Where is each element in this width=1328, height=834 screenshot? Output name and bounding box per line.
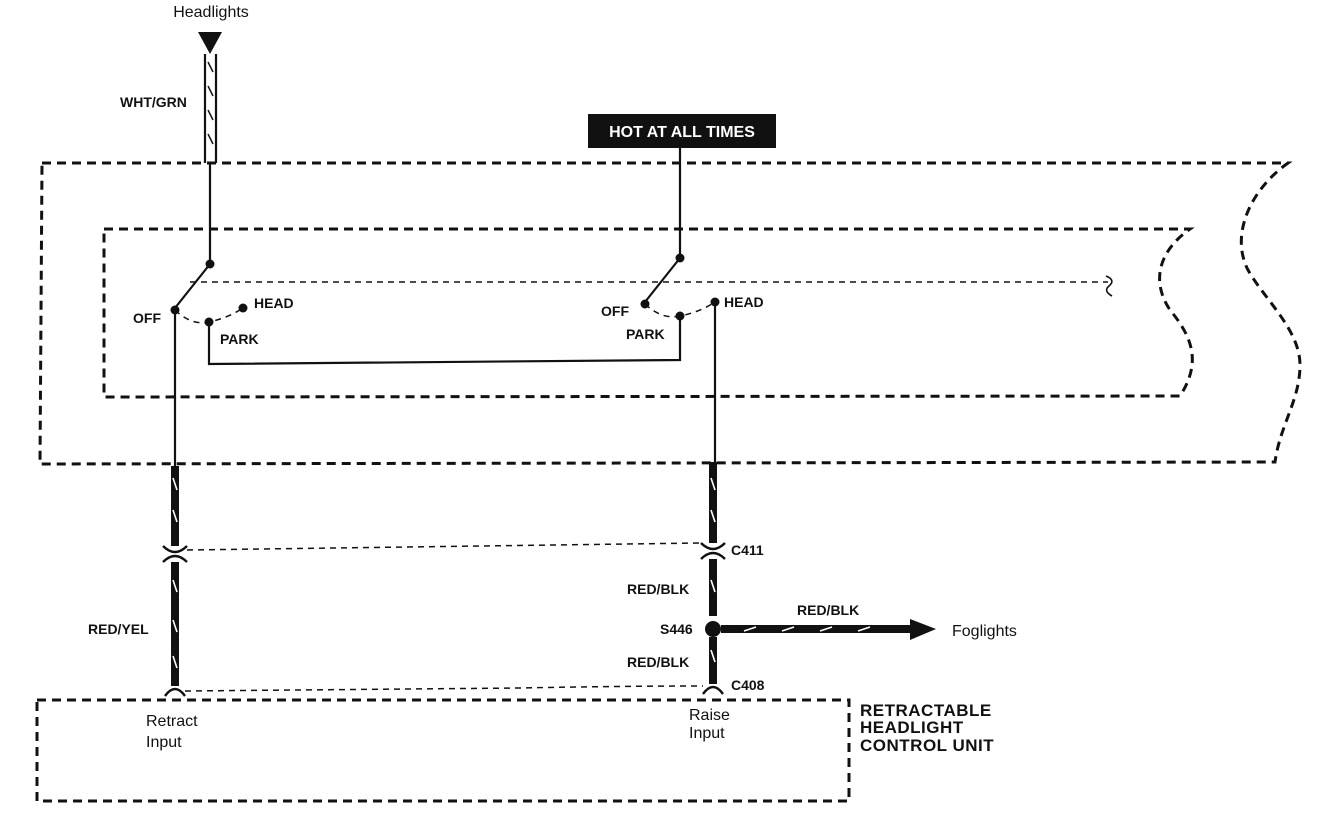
left-unit-terminal <box>164 687 186 697</box>
wht-grn-stripes <box>207 61 214 145</box>
outer-switch-housing <box>38 161 1302 466</box>
s446-label: S446 <box>660 621 693 637</box>
left-connector <box>162 545 188 563</box>
control-unit-name-2: HEADLIGHT <box>860 718 964 737</box>
park-interconnect-wire <box>207 316 682 366</box>
hot-at-all-times-label: HOT AT ALL TIMES <box>609 124 755 141</box>
inner-switch-housing <box>102 227 1195 399</box>
c411-label: C411 <box>731 542 764 558</box>
switch1-blade <box>174 263 211 309</box>
foglights-arrow <box>910 619 936 640</box>
retract-input-label-1: Retract <box>146 713 198 730</box>
red-blk-fog-label: RED/BLK <box>797 602 859 618</box>
headlights-connector-arrow <box>198 32 222 54</box>
left-harness-upper-stripes <box>172 477 178 523</box>
hot-at-all-times-badge <box>588 114 776 148</box>
s446-splice <box>705 621 721 637</box>
control-unit-name-3: CONTROL UNIT <box>860 736 994 755</box>
right-harness-upper-stripes <box>710 477 716 523</box>
switch2-blade <box>644 257 681 303</box>
wht-grn-label: WHT/GRN <box>120 94 187 110</box>
switch1-off-label: OFF <box>133 310 161 326</box>
control-unit-box <box>35 698 851 803</box>
switch1-park-label: PARK <box>220 331 259 347</box>
switch1-head-terminal <box>238 303 248 313</box>
red-yel-label: RED/YEL <box>88 621 149 637</box>
raise-input-label-1: Raise <box>689 707 730 724</box>
linkage-break-mark <box>1105 275 1113 297</box>
foglights-label: Foglights <box>952 623 1017 640</box>
retract-input-label-2: Input <box>146 734 182 751</box>
c408-label: C408 <box>731 677 765 693</box>
c408-link <box>184 685 704 692</box>
switch1-head-label: HEAD <box>254 295 294 311</box>
headlights-input-label: Headlights <box>173 4 249 21</box>
c411-connector <box>700 542 726 560</box>
red-blk-upper-label: RED/BLK <box>627 581 689 597</box>
red-blk-lower-label: RED/BLK <box>627 654 689 670</box>
red-blk-upper-stripe <box>710 579 716 593</box>
foglights-harness-stripes <box>743 626 871 632</box>
red-yel-stripes <box>172 579 178 669</box>
connector-pair-link <box>186 542 702 551</box>
c408-connector <box>702 685 724 695</box>
switch2-off-label: OFF <box>601 303 629 319</box>
red-blk-lower-stripe <box>710 649 716 663</box>
switch2-park-label: PARK <box>626 326 665 342</box>
switch2-head-label: HEAD <box>724 294 764 310</box>
raise-input-label-2: Input <box>689 725 725 742</box>
control-unit-name-1: RETRACTABLE <box>860 701 992 720</box>
